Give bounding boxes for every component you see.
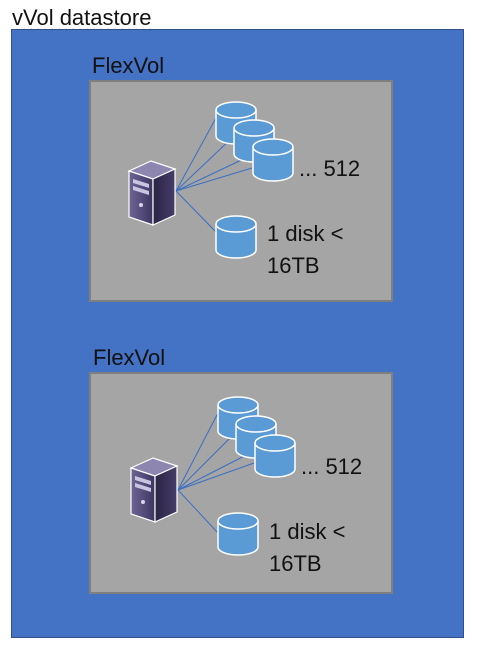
disk-icon (217, 512, 259, 556)
disk-size-line1-2: 1 disk < (269, 519, 346, 544)
disk-icon (252, 138, 294, 182)
flexvol-label-2: FlexVol (93, 345, 166, 370)
server-icon (128, 160, 176, 226)
disk-count-label-1: ... 512 (299, 156, 361, 181)
title-text: vVol datastore (12, 5, 152, 30)
disk-icon (254, 434, 296, 478)
disk-count-label-2: ... 512 (301, 454, 363, 479)
disk-icon (215, 215, 257, 259)
disk-size-line2-2: 16TB (269, 551, 322, 576)
disk-size-line2-1: 16TB (267, 253, 320, 278)
server-icon (130, 457, 178, 523)
disk-size-line1-1: 1 disk < (267, 221, 344, 246)
group-2-art (130, 396, 296, 556)
datastore-title: vVol datastore (12, 4, 151, 32)
group-1-art (128, 101, 294, 259)
flexvol-label-1: FlexVol (92, 53, 165, 78)
